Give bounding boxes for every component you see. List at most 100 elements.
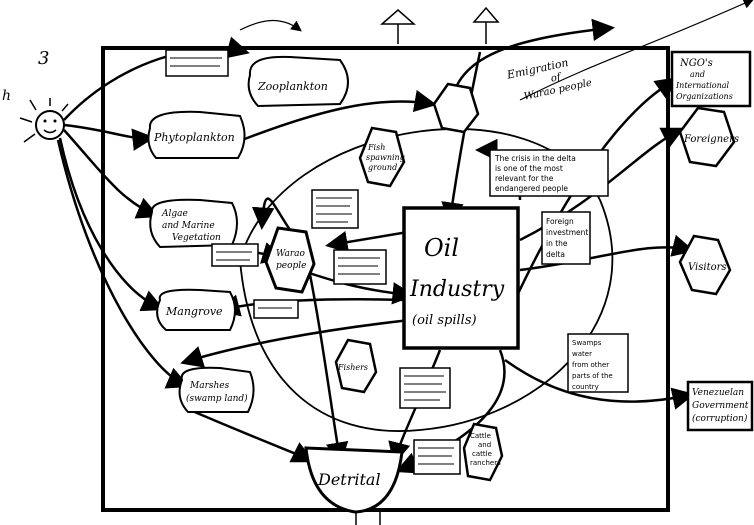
crisis-line-4: endangered people (495, 184, 568, 193)
svg-text:Algae: Algae (161, 209, 188, 219)
cattle-line-2: and (478, 441, 491, 449)
svg-text:people: people (276, 261, 306, 271)
thin-flow-lines (239, 0, 754, 101)
foreign-investment-line-3: in the (546, 239, 568, 248)
emigration-label-group: Emigration of Warao people (505, 56, 593, 103)
phytoplankton-node: Phytoplankton (147, 110, 246, 159)
ngos-line-2: and (690, 70, 705, 79)
sun-scribble-icon-2: 3 (38, 48, 49, 69)
detrital-node: Detrital (304, 446, 404, 514)
svg-text:ranchers: ranchers (470, 459, 501, 467)
svg-text:Oil: Oil (424, 234, 459, 262)
svg-text:Organizations: Organizations (676, 92, 733, 101)
foreign-investment-note: Foreign investment in the delta (541, 211, 591, 265)
ngos-line-1: NGO's (679, 58, 713, 69)
ngos-line-3: International (675, 81, 730, 90)
marshes-line-1: Marshes (189, 381, 230, 391)
oil-industry-line-3: (oil spills) (412, 313, 477, 328)
zooplankton-node: Zooplankton (247, 55, 349, 108)
cattle-line-4: ranchers (470, 459, 501, 467)
foreigners-label: Foreigners (683, 134, 739, 145)
svg-text:Warao: Warao (276, 249, 306, 259)
svg-text:Foreign: Foreign (546, 217, 574, 226)
venezuelan-government-line-2: Government (692, 401, 749, 411)
oil-industry-line-2: Industry (409, 277, 505, 302)
svg-text:Vegetation: Vegetation (172, 233, 221, 243)
fish-spawning-line-3: ground (368, 163, 397, 172)
svg-text:The crisis in the delta: The crisis in the delta (494, 154, 576, 163)
svg-text:(corruption): (corruption) (692, 413, 748, 424)
svg-text:Fish: Fish (367, 143, 385, 152)
fish-spawning-line-1: Fish (367, 143, 385, 152)
swamps-line-4: parts of the (572, 372, 613, 380)
phytoplankton-label: Phytoplankton (153, 131, 235, 144)
ngos-node: NGO's and International Organizations (670, 50, 752, 108)
warao-line-1: Warao (276, 249, 306, 259)
detrital-label: Detrital (317, 470, 381, 489)
svg-text:endangered people: endangered people (495, 184, 568, 193)
svg-text:delta: delta (546, 250, 565, 259)
svg-text:country: country (572, 383, 599, 391)
algae-line-2: and Marine (162, 221, 215, 231)
fish-spawning-line-2: spawning (366, 153, 405, 162)
marshes-node: Marshes (swamp land) (178, 366, 255, 413)
algae-node: Algae and Marine Vegetation (149, 198, 238, 249)
svg-text:(oil spills): (oil spills) (412, 313, 477, 328)
sun-icon (19, 98, 69, 143)
fish-spawning-node: Fish spawning ground (358, 126, 406, 188)
mangrove-node: Mangrove (156, 288, 236, 331)
marshes-line-2: (swamp land) (186, 393, 248, 404)
svg-text:in the: in the (546, 239, 568, 248)
svg-text:Swamps: Swamps (572, 339, 602, 347)
warao-people-node: Warao people (264, 226, 316, 294)
crisis-line-2: is one of the most (495, 164, 563, 173)
sun-scribble-icon: h (2, 88, 11, 104)
crisis-line-3: relevant for the (495, 174, 554, 183)
svg-text:Marshes: Marshes (189, 381, 230, 391)
foreign-investment-line-4: delta (546, 250, 565, 259)
svg-text:Government: Government (692, 401, 749, 411)
cattle-node: Cattle and cattle ranchers (462, 422, 504, 482)
algae-line-1: Algae (161, 209, 188, 219)
cattle-line-3: cattle (472, 450, 492, 458)
swamps-line-5: country (572, 383, 599, 391)
svg-text:ground: ground (368, 163, 397, 172)
crisis-note: The crisis in the delta is one of the mo… (489, 149, 609, 197)
small-note-boxes (165, 49, 461, 475)
zooplankton-label: Zooplankton (257, 80, 328, 93)
venezuelan-government-line-3: (corruption) (692, 413, 748, 424)
swamps-water-note: Swamps water from other parts of the cou… (567, 333, 629, 393)
svg-text:Venezuelan: Venezuelan (692, 388, 744, 398)
svg-text:(swamp land): (swamp land) (186, 393, 248, 404)
venezuelan-government-line-1: Venezuelan (692, 388, 744, 398)
svg-text:water: water (572, 350, 592, 358)
pandas-node (432, 82, 480, 134)
fishers-node: Fishers (334, 338, 378, 394)
visitors-node: Visitors (678, 234, 732, 296)
svg-text:Cattle: Cattle (470, 432, 491, 440)
svg-text:spawning: spawning (366, 153, 405, 162)
venezuelan-government-node: Venezuelan Government (corruption) (686, 380, 754, 432)
svg-text:and: and (690, 70, 705, 79)
swamps-line-2: water (572, 350, 592, 358)
svg-text:investment: investment (546, 228, 588, 237)
foreigners-node: Foreigners (678, 106, 739, 168)
svg-text:is one of the most: is one of the most (495, 164, 563, 173)
svg-text:cattle: cattle (472, 450, 492, 458)
foreign-investment-line-1: Foreign (546, 217, 574, 226)
svg-text:Industry: Industry (409, 277, 505, 302)
foreign-investment-line-2: investment (546, 228, 588, 237)
svg-text:parts of the: parts of the (572, 372, 613, 380)
svg-text:and: and (478, 441, 491, 449)
svg-text:NGO's: NGO's (679, 58, 713, 69)
svg-text:relevant for the: relevant for the (495, 174, 554, 183)
visitors-label: Visitors (688, 262, 727, 273)
swamps-line-3: from other (572, 361, 609, 369)
algae-line-3: Vegetation (172, 233, 221, 243)
svg-text:from other: from other (572, 361, 609, 369)
svg-text:and Marine: and Marine (162, 221, 215, 231)
small-note-scribbles (170, 57, 454, 465)
oil-industry-node: Oil Industry (oil spills) (402, 206, 520, 350)
fishers-label: Fishers (337, 363, 368, 372)
flow-lines (56, 18, 695, 474)
